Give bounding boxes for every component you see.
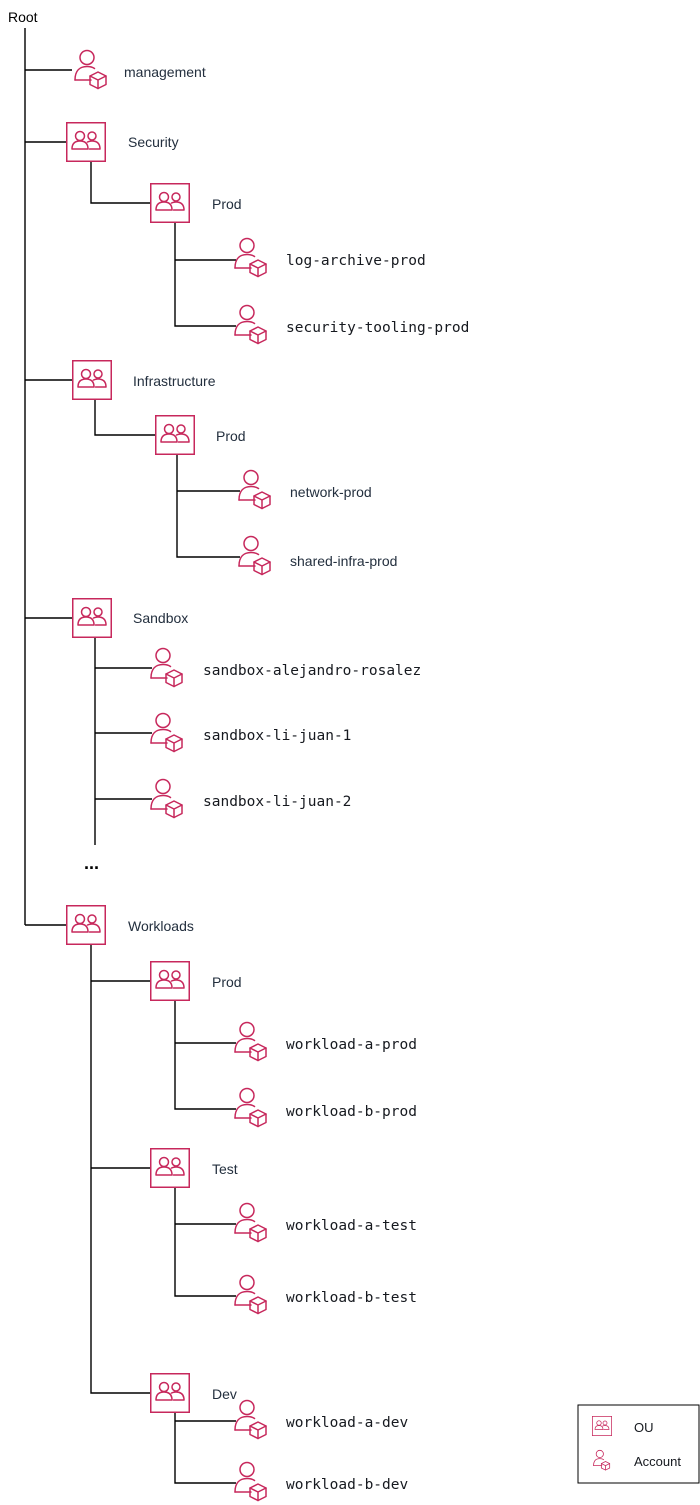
node-label: Sandbox [133,610,188,626]
legend: OU Account [577,1404,700,1484]
ou-icon [592,1416,612,1436]
legend-account-label: Account [634,1454,681,1469]
root-label: Root [8,9,38,25]
account-node-security-tooling-prod[interactable]: security-tooling-prod [234,304,469,345]
node-label: sandbox-li-juan-1 [203,728,351,744]
node-label: security-tooling-prod [286,320,469,336]
ou-icon [150,183,190,223]
account-node-workload-a-prod[interactable]: workload-a-prod [234,1021,417,1062]
ou-node-workloads-dev[interactable]: Dev [150,1373,237,1413]
ou-node-security-prod[interactable]: Prod [150,183,242,223]
node-label: management [124,64,206,80]
ou-node-workloads-test[interactable]: Test [150,1148,238,1188]
account-icon [238,469,271,510]
account-icon [234,1274,267,1315]
node-label: workload-a-dev [286,1415,408,1431]
node-label: Prod [212,196,242,212]
account-icon [150,778,183,819]
node-label: sandbox-alejandro-rosalez [203,663,421,679]
ou-node-workloads[interactable]: Workloads [66,905,194,945]
ou-icon [66,905,106,945]
ou-node-infrastructure[interactable]: Infrastructure [72,360,216,400]
account-node-workload-b-prod[interactable]: workload-b-prod [234,1087,417,1128]
account-node-network-prod[interactable]: network-prod [238,469,372,510]
account-node-workload-a-test[interactable]: workload-a-test [234,1202,417,1243]
ou-node-workloads-prod[interactable]: Prod [150,961,242,1001]
legend-ou-label: OU [634,1420,654,1435]
node-label: Workloads [128,918,194,934]
account-icon [234,1399,267,1440]
node-label: workload-a-prod [286,1037,417,1053]
ou-icon [150,1373,190,1413]
account-icon [234,237,267,278]
ou-icon [66,122,106,162]
account-icon [234,1021,267,1062]
node-label: workload-b-test [286,1290,417,1306]
account-node-workload-b-test[interactable]: workload-b-test [234,1274,417,1315]
account-node-workload-b-dev[interactable]: workload-b-dev [234,1461,408,1502]
ou-node-security[interactable]: Security [66,122,179,162]
node-label: Test [212,1161,238,1177]
node-label: Prod [216,428,246,444]
account-node-sandbox-li-juan-2[interactable]: sandbox-li-juan-2 [150,778,351,819]
ou-icon [72,360,112,400]
account-icon [150,647,183,688]
account-icon [234,1461,267,1502]
account-node-shared-infra-prod[interactable]: shared-infra-prod [238,535,397,576]
node-label: Dev [212,1386,237,1402]
node-label: workload-b-prod [286,1104,417,1120]
account-icon [234,304,267,345]
node-label: workload-a-test [286,1218,417,1234]
ou-node-sandbox[interactable]: Sandbox [72,598,189,638]
ou-icon [72,598,112,638]
ou-node-infrastructure-prod[interactable]: Prod [155,415,246,455]
node-label: Prod [212,974,242,990]
account-node-sandbox-alejandro-rosalez[interactable]: sandbox-alejandro-rosalez [150,647,421,688]
account-node-sandbox-li-juan-1[interactable]: sandbox-li-juan-1 [150,712,351,753]
node-label: log-archive-prod [286,253,426,269]
account-node-workload-a-dev[interactable]: workload-a-dev [234,1399,408,1440]
legend-ou-row: OU [592,1416,654,1436]
node-label: Security [128,134,179,150]
node-label: Infrastructure [133,373,216,389]
account-icon [234,1202,267,1243]
account-node-management[interactable]: management [74,49,206,90]
account-icon [150,712,183,753]
node-label: workload-b-dev [286,1477,408,1493]
account-icon [74,49,107,90]
node-label: network-prod [290,484,372,500]
ou-icon [150,961,190,1001]
ou-icon [150,1148,190,1188]
account-icon [238,535,271,576]
node-label: sandbox-li-juan-2 [203,794,351,810]
node-label: shared-infra-prod [290,553,397,569]
connector-lines [24,28,240,1484]
account-icon [234,1087,267,1128]
sandbox-more-ellipsis: ... [84,853,99,873]
account-node-log-archive-prod[interactable]: log-archive-prod [234,237,426,278]
legend-account-row: Account [593,1449,681,1471]
ou-icon [155,415,195,455]
